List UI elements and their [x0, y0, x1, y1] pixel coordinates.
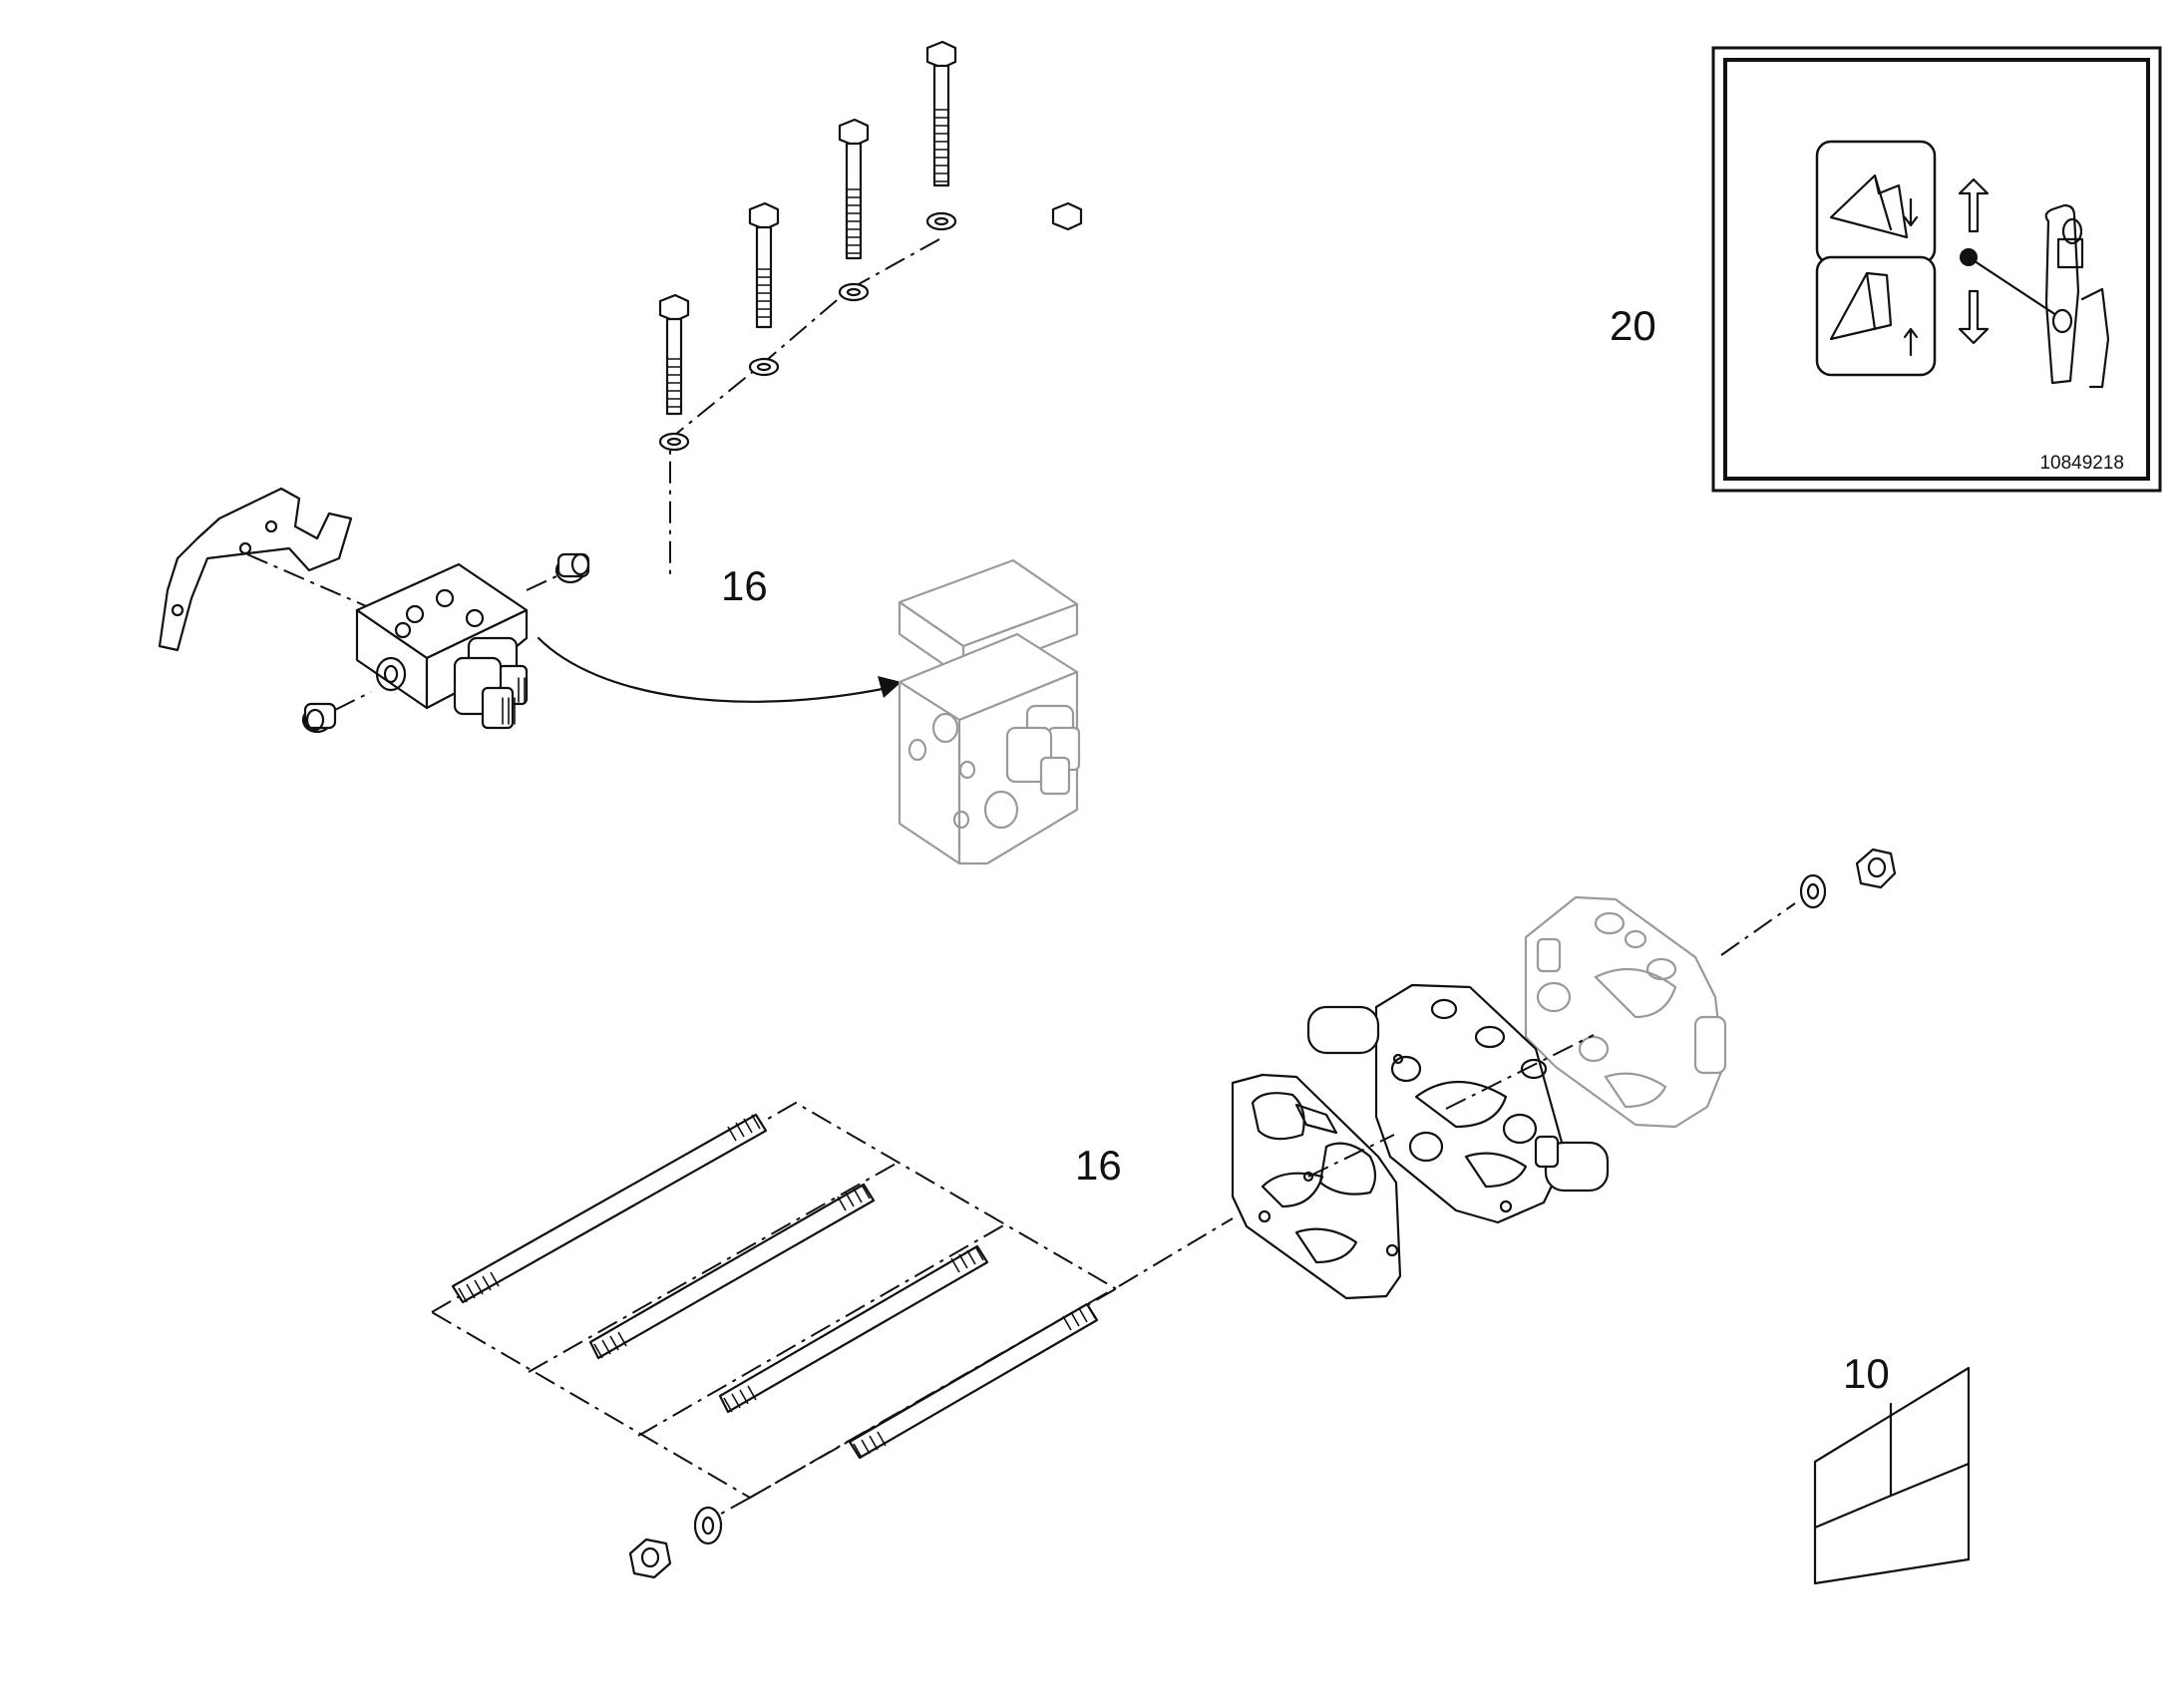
manual-icon: [1813, 1366, 1971, 1585]
bracket-icon: [158, 487, 353, 652]
valve-section-ghost: [1524, 895, 1727, 1129]
washer-icon: [838, 282, 870, 302]
stud-icon: [718, 1244, 989, 1414]
callout-16-valve-stack: 16: [1075, 1142, 1122, 1189]
stud-icon: [451, 1113, 768, 1304]
bolt-icon: [1051, 201, 1083, 231]
arrowhead-icon: [878, 676, 902, 698]
washer-icon: [748, 357, 780, 377]
bolt-set: [658, 40, 1083, 578]
bolt-icon: [748, 201, 780, 329]
nut-icon: [628, 1537, 672, 1579]
plug-icon: [554, 552, 590, 584]
stud-set: [431, 1101, 1234, 1519]
nut-icon: [1855, 848, 1897, 889]
decal-icon: 10849218: [1711, 46, 2162, 493]
bolt-icon: [838, 118, 870, 260]
stud-icon: [848, 1302, 1099, 1460]
decal-part-number: 10849218: [2039, 453, 2124, 474]
washer-icon: [1799, 873, 1827, 909]
callout-10-document: 10: [1843, 1350, 1890, 1397]
gasket-plate-icon: [1231, 1073, 1402, 1300]
bolt-icon: [925, 40, 957, 187]
stud-icon: [588, 1183, 876, 1360]
bolt-icon: [658, 293, 690, 416]
washer-icon: [925, 211, 957, 231]
washer-icon: [693, 1506, 723, 1545]
valve-block-icon: [355, 562, 529, 730]
callout-16-valve-assembly: 16: [721, 562, 768, 609]
valve-block-ghost: [898, 558, 1081, 865]
washer-icon: [658, 432, 690, 452]
plug-icon: [301, 702, 337, 734]
callout-20-decal: 20: [1610, 302, 1656, 349]
arrow-icon: [537, 636, 890, 703]
valve-section-icon: [1306, 983, 1610, 1224]
